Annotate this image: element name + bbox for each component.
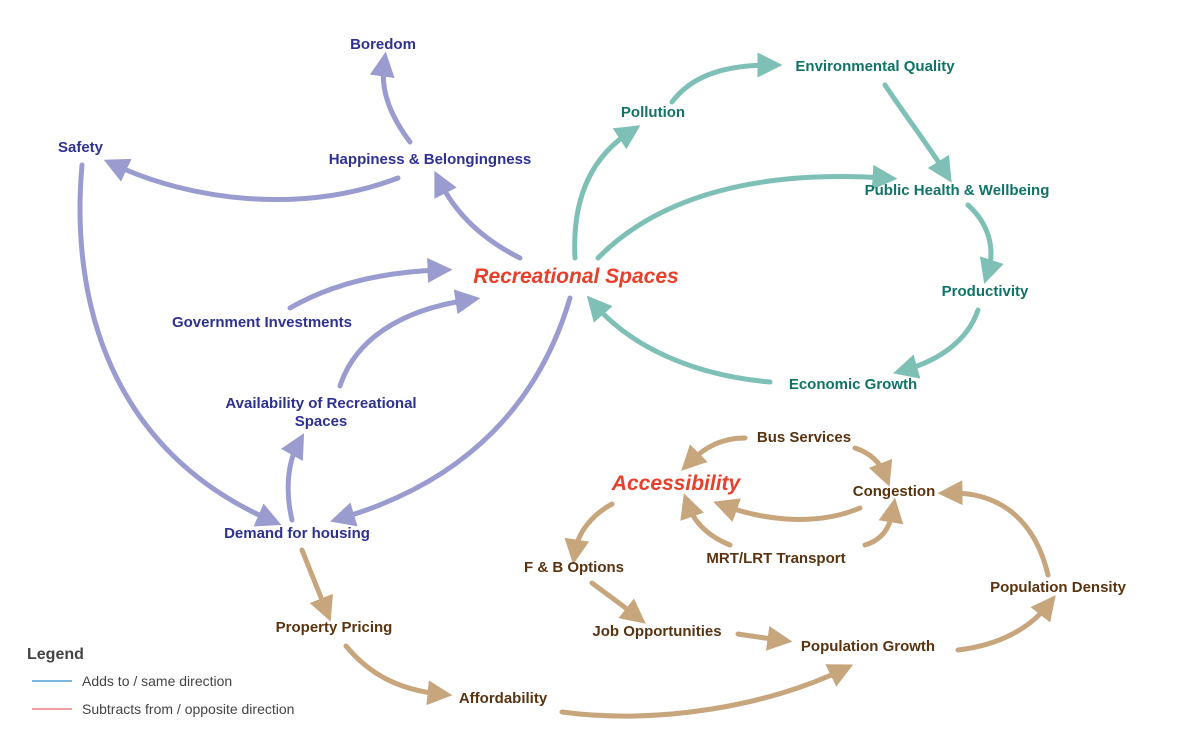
link-bus-to-accessibility: [681, 435, 748, 471]
node-job-opportunities: Job Opportunities: [592, 623, 722, 640]
link-recreational-to-happiness: [434, 170, 523, 261]
legend-label-adds: Adds to / same direction: [82, 673, 233, 689]
link-mrt-to-congestion: [862, 497, 904, 548]
node-congestion: Congestion: [852, 483, 936, 500]
node-fb-options: F & B Options: [524, 559, 624, 576]
node-property-pricing: Property Pricing: [275, 619, 393, 636]
link-happiness-to-safety: [103, 158, 401, 202]
link-accessibility-to-fb: [564, 501, 615, 565]
node-bus-services: Bus Services: [756, 429, 852, 446]
link-recreational-to-publichealth: [595, 164, 898, 261]
link-pollution-to-environmental: [669, 52, 783, 105]
link-productivity-to-economic: [892, 307, 981, 379]
node-government-investments: Government Investments: [171, 314, 353, 331]
node-accessibility: Accessibility: [611, 472, 741, 495]
node-boredom: Boredom: [350, 36, 416, 53]
link-affordability-to-popgrowth: [559, 664, 854, 719]
node-recreational-spaces: Recreational Spaces: [473, 265, 679, 288]
node-population-growth: Population Growth: [800, 638, 936, 655]
legend-line-subtracts: [32, 708, 72, 710]
link-recreational-to-demand: [330, 295, 573, 527]
legend-line-adds: [32, 680, 72, 682]
node-public-health-wellbeing: Public Health & Wellbeing: [864, 182, 1050, 199]
link-publichealth-to-productivity: [965, 202, 1004, 284]
legend-label-subtracts: Subtracts from / opposite direction: [82, 701, 295, 717]
node-safety: Safety: [58, 139, 104, 156]
link-safety-to-demand: [77, 162, 282, 527]
node-pollution: Pollution: [620, 104, 686, 121]
link-job-to-popgrowth: [735, 625, 793, 651]
node-affordability: Affordability: [458, 690, 548, 707]
link-popgrowth-to-popdensity: [955, 595, 1056, 653]
link-mrt-to-accessibility: [680, 493, 733, 548]
link-recreational-to-pollution: [572, 125, 641, 261]
link-property-to-affordability: [343, 643, 453, 706]
node-economic-growth: Economic Growth: [788, 376, 918, 393]
legend-row-subtracts: Subtracts from / opposite direction: [32, 701, 294, 717]
node-environmental-quality: Environmental Quality: [795, 58, 955, 75]
link-happiness-to-boredom: [369, 51, 413, 145]
node-mrt-lrt-transport: MRT/LRT Transport: [706, 550, 846, 567]
node-productivity: Productivity: [941, 283, 1029, 300]
legend-title: Legend: [27, 646, 84, 663]
link-popdensity-to-congestion: [937, 480, 1051, 578]
link-economic-to-recreational: [586, 295, 773, 385]
link-demand-to-availability: [281, 433, 305, 523]
node-happiness-belongingness: Happiness & Belongingness: [328, 151, 532, 168]
link-congestion-to-accessibility: [713, 498, 863, 522]
link-demand-to-property: [299, 547, 333, 622]
link-bus-to-congestion: [852, 445, 893, 487]
node-availability-of-recreational-spaces: Availability of Recreational Spaces: [225, 395, 417, 430]
link-government-to-recreational: [287, 257, 453, 311]
node-population-density: Population Density: [990, 579, 1126, 596]
link-fb-to-job: [589, 580, 646, 624]
link-availability-to-recreational: [337, 289, 481, 389]
node-demand-for-housing: Demand for housing: [224, 525, 370, 542]
link-environmental-to-publichealth: [882, 82, 952, 183]
legend-row-adds: Adds to / same direction: [32, 673, 232, 689]
